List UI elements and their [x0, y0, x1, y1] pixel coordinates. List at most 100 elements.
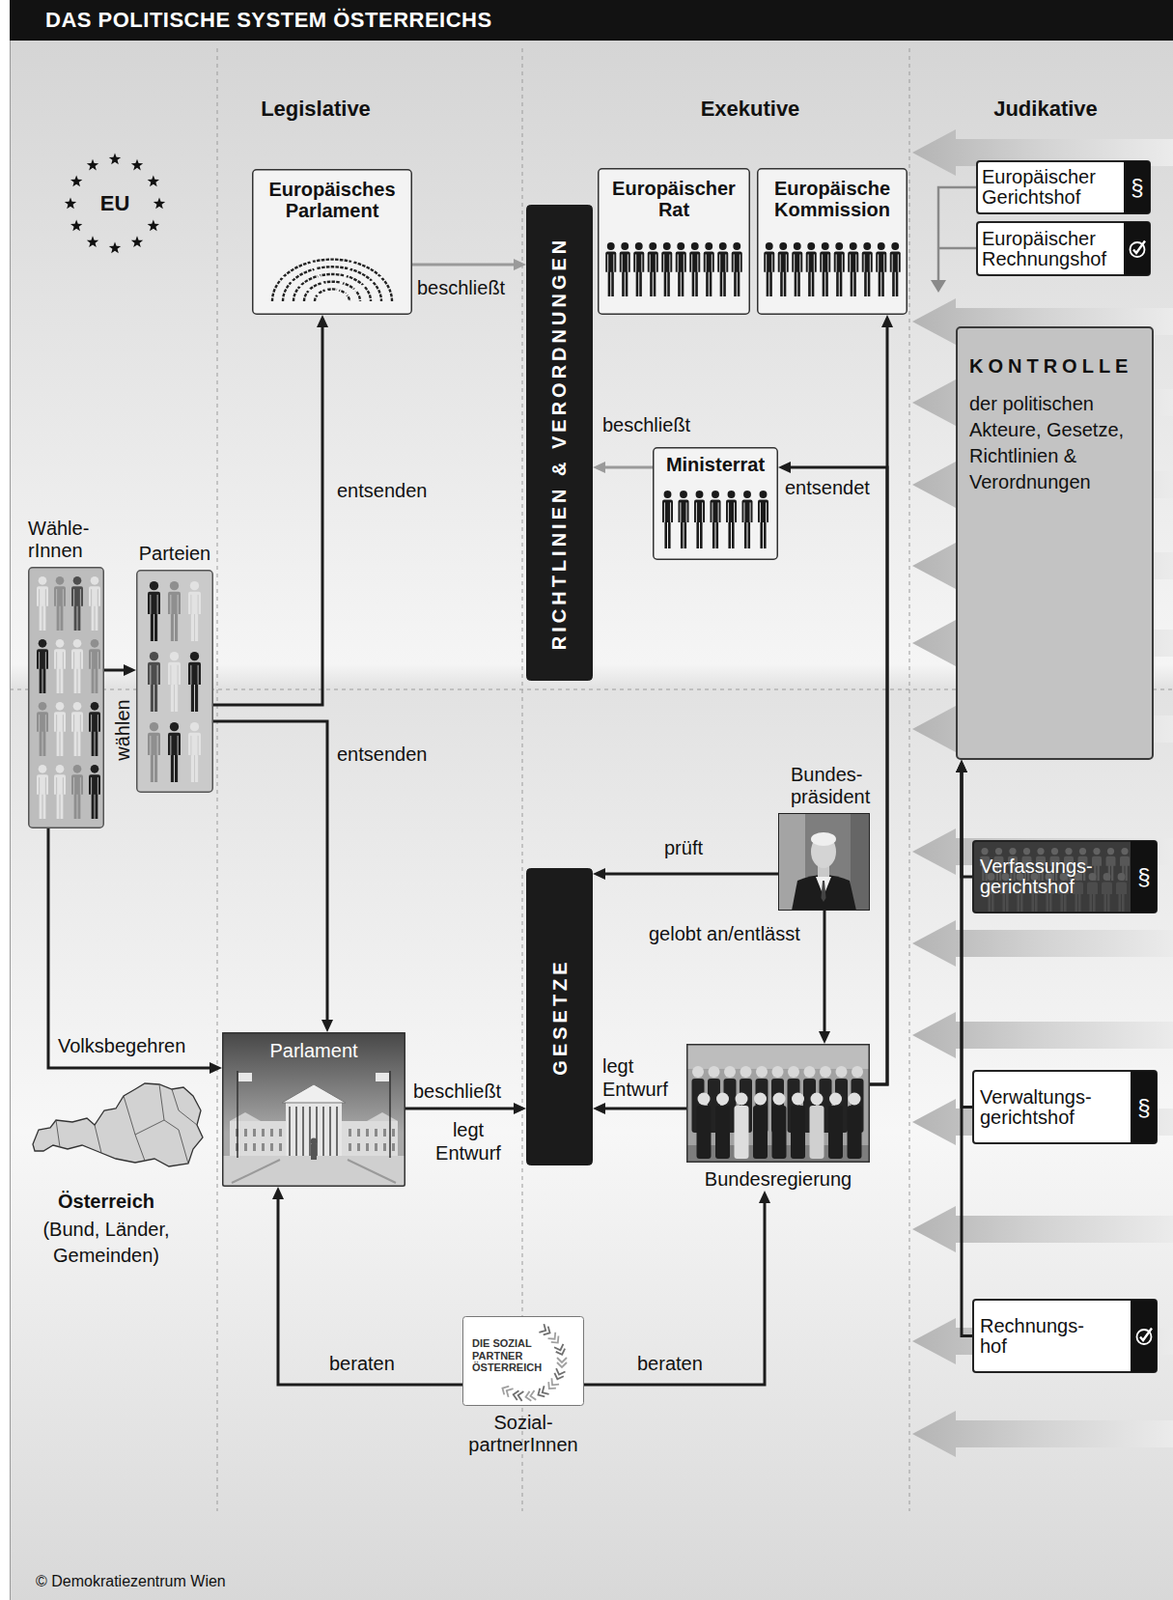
parliament-building: [348, 1143, 352, 1151]
people-icons: [711, 490, 720, 499]
people-icons: [36, 586, 49, 607]
hemicycle-icon: [279, 276, 322, 297]
people-icons: [748, 521, 752, 549]
people-icons: [716, 521, 720, 549]
box-outline: [977, 222, 1150, 276]
box-outline: [757, 168, 908, 315]
people-icons: [190, 594, 192, 615]
government-photo: Bundesregierung: [686, 1043, 870, 1163]
people-icons: [793, 242, 802, 251]
people-icons: [38, 651, 40, 670]
people-icons: [892, 271, 895, 297]
people-icons: [649, 271, 653, 297]
node-text: Parlament: [222, 1032, 406, 1062]
country-outline: [32, 1083, 203, 1167]
people-icons: [877, 242, 886, 251]
people-icons: [655, 253, 657, 272]
people-icons: [36, 648, 49, 670]
people-icons: [811, 271, 815, 297]
people-icons: [763, 242, 901, 297]
group-photo: [819, 1065, 832, 1078]
people-icons: [664, 521, 668, 549]
eu-label: EU: [85, 191, 144, 217]
state-border: [135, 1119, 165, 1135]
council-box: Ministerrat: [652, 446, 779, 560]
copyright: © Demokratiezentrum Wien: [35, 1571, 226, 1591]
group-photo: [809, 1105, 825, 1159]
control-arrow: [912, 1410, 1173, 1457]
voters-box: Wähle- rInnen: [27, 566, 105, 829]
portrait-photo: [850, 812, 870, 911]
judges-photo: [995, 847, 1003, 855]
people-icons: [691, 253, 693, 272]
people-icons: [717, 251, 728, 272]
people-icons: [38, 777, 40, 795]
parties-box-drawing: [136, 569, 214, 793]
people-icons: [627, 253, 629, 272]
people-icons: [664, 490, 672, 499]
check-icon: [1137, 1328, 1153, 1345]
people-icons: [763, 251, 775, 272]
people-icons: [88, 711, 101, 732]
people-icons: [647, 251, 659, 272]
people-icons: [167, 591, 181, 615]
parliament-building: [252, 1128, 256, 1137]
group-photo: [708, 1065, 721, 1078]
social-partner-logo: DIE SOZIAL PARTNER ÖSTERREICHSozial- par…: [462, 1315, 585, 1406]
people-icons: [696, 502, 698, 523]
people-icons: [697, 253, 699, 272]
control-box: KONTROLLEder politischen Akteure, Gesetz…: [955, 326, 1154, 760]
judges-photo: [1087, 881, 1098, 894]
people-icons: [177, 665, 179, 685]
parliament-building: [244, 1143, 248, 1151]
box-outline: [28, 567, 105, 829]
control-arrow: [912, 920, 1173, 967]
group-photo: [724, 1065, 736, 1078]
people-icons: [607, 253, 609, 272]
people-icons: [38, 764, 48, 774]
people-icons: [43, 668, 47, 694]
edge-label: wählen: [110, 698, 134, 760]
people-icons: [686, 502, 688, 523]
eu-star: [70, 220, 83, 232]
parliament-building: [252, 1143, 256, 1151]
parliament-photo: Parlament: [222, 1032, 406, 1187]
hemicycle-icon: [272, 259, 392, 302]
people-icons: [611, 271, 615, 297]
eu-star: [153, 197, 166, 210]
people-icons: [38, 701, 48, 711]
people-icons: [710, 499, 722, 523]
judges-photo: [1078, 893, 1082, 912]
judges-photo: [1092, 893, 1096, 912]
group-photo: [686, 1043, 870, 1163]
group-photo: [697, 1105, 712, 1159]
people-icons: [190, 581, 199, 590]
people-icons: [821, 242, 830, 251]
judges-photo: [1117, 893, 1121, 912]
people-icons: [150, 613, 154, 642]
people-icons: [91, 668, 95, 694]
judges-photo: [1119, 856, 1130, 866]
court-box: Europäischer Gerichtshof: [976, 160, 1151, 215]
eu-star: [109, 242, 121, 254]
people-icons: [39, 668, 43, 694]
president-photo: Bundes- präsident: [778, 812, 870, 911]
parliament-building: [229, 1112, 261, 1121]
people-icons: [641, 253, 643, 272]
people-icons: [732, 242, 741, 251]
people-icons: [95, 668, 99, 694]
people-icons: [154, 613, 158, 642]
people-icons: [169, 722, 179, 731]
group-photo: [772, 1065, 784, 1078]
people-icons: [39, 605, 43, 631]
parliament-building: [244, 1128, 248, 1137]
people-icons: [849, 242, 858, 251]
column-header: Legislative: [219, 96, 413, 122]
connector-arrow: [213, 721, 328, 1023]
people-icons: [668, 521, 671, 549]
parliament-building: [279, 1128, 282, 1137]
people-icons: [170, 683, 174, 712]
people-icons: [190, 651, 199, 661]
people-icons: [90, 764, 100, 774]
